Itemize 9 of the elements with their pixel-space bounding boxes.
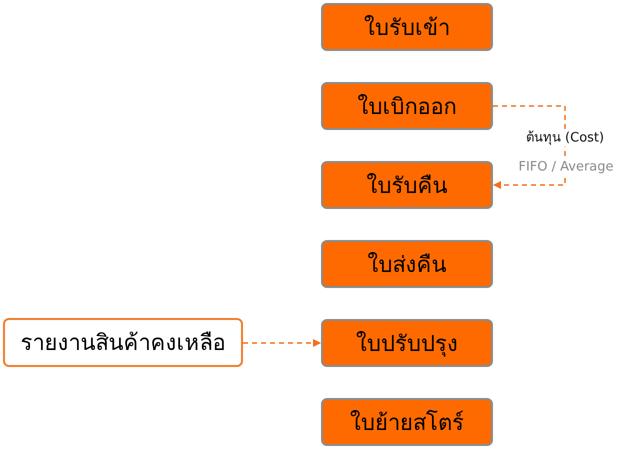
process-box: ใบส่งคืน	[321, 240, 493, 288]
dashed-arrow	[493, 105, 566, 189]
process-box: ใบปรับปรุง	[321, 319, 493, 367]
process-box: ใบเบิกออก	[321, 82, 493, 130]
process-box: ใบย้ายสโตร์	[321, 398, 493, 446]
report-box: รายงานสินค้าคงเหลือ	[3, 318, 243, 367]
process-box: ใบรับคืน	[321, 161, 493, 209]
process-box: ใบรับเข้า	[321, 3, 493, 51]
dashed-arrow	[243, 339, 321, 347]
